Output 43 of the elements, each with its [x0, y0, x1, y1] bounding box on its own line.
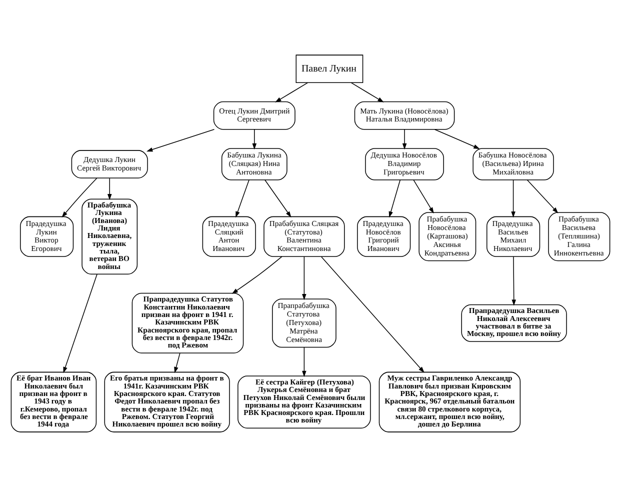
node-box: Мать Лукина (Новосёлова) Наталья Владимировна	[354, 101, 455, 130]
arrow	[413, 180, 434, 214]
node-box: Прадедушка Лукин Виктор Егорович	[20, 216, 74, 257]
node-box: Прабабушка Сляцкая (Статутова) Валентина Константиновна	[264, 216, 345, 257]
node-box: Прабабушка Васильева (Тепляшина) Галина Иннокентьевна	[548, 212, 610, 262]
node-box: Прадедушка Васильев Михаил Николаевич	[486, 216, 540, 257]
arrow	[275, 82, 308, 102]
arrow	[512, 256, 516, 306]
node-box: Дедушка Лукин Сергей Викторович	[71, 150, 148, 178]
node-box: Бабушка Новосёлова (Васильева) Ирина Михайловна	[472, 148, 554, 180]
node-box: Прабабушка Новосёлова (Карташова) Аксинья Кондратьевна	[418, 212, 476, 262]
arrow	[511, 180, 516, 218]
node-box: Прадедушка Новосёлов Григорий Иванович	[357, 216, 411, 257]
node-box: Её брат Иванов Иван Николаевич был призван на фронт в 1943 году в г.Кемерово, пропал без вести в феврале 1944 года	[10, 372, 97, 432]
node-box: Муж сестры Гавриленко Александр Павлович был призван Кировским РВК, Красноярского края, г. Красноярск, 967 отдельный батальон связи 80 стрелкового корпуса, мл.сержант, прошел всю войну, дошел до Берлина	[378, 372, 521, 432]
arrow	[264, 180, 292, 218]
node-box: Его братья призваны на фронт в 1941г. Казачинским РВК Красноярского края. Статутов Федот Николаевич пропал без вести в феврале 1942г. под Ржевом. Статутов Георгий Николаевич прошел всю войну	[104, 372, 230, 432]
arrow	[174, 352, 180, 374]
arrow	[526, 180, 558, 214]
arrow	[302, 256, 306, 300]
node-box: Её сестра Кайгер (Петухова) Лукерья Семёновна и брат Петухов Николай Семёнович были призваны на фронт Казачинским РВК Красноярского края. Прошли всю войну	[238, 376, 371, 428]
arrow	[146, 129, 215, 152]
node-box: Отец Лукин Дмитрий Сергеевич	[213, 101, 296, 130]
node-box: Прапрадедушка Статутов Константин Николаевич призван на фронт в 1941 г. Казачинским РВК Красноярского края, пропал без вести в феврале 1942г. под Ржевом	[132, 292, 244, 354]
arrow	[402, 129, 407, 150]
arrow	[350, 82, 384, 102]
node-box: Прабабушка Лукина (Иванова) Лидия Николаевна, труженик тыла, ветеран ВО войны	[82, 198, 138, 275]
node-box: Павел Лукин	[296, 54, 364, 84]
arrow	[107, 178, 112, 200]
node-box: Прадедушка Сляцкий Антон Иванович	[202, 216, 256, 257]
arrow	[321, 256, 424, 373]
arrow	[236, 180, 250, 218]
arrow	[434, 129, 480, 149]
node-box: Дедушка Новосёлов Владимир Григорьевич	[365, 148, 444, 180]
node-box: Прапрадедушка Васильев Николай Алексеевич участвовал в битве за Москву, прошел всю войну	[461, 304, 567, 342]
arrow	[62, 178, 98, 218]
arrow	[302, 346, 306, 377]
node-box: Бабушка Лукина (Сляцкая) Нина Антоновна	[221, 148, 288, 180]
node-box: Прапрабабушка Статутова (Петухова) Матрёна Семёновна	[272, 298, 336, 348]
arrow	[232, 256, 282, 294]
arrow	[388, 180, 401, 218]
arrow	[63, 274, 98, 374]
arrow	[252, 129, 257, 150]
